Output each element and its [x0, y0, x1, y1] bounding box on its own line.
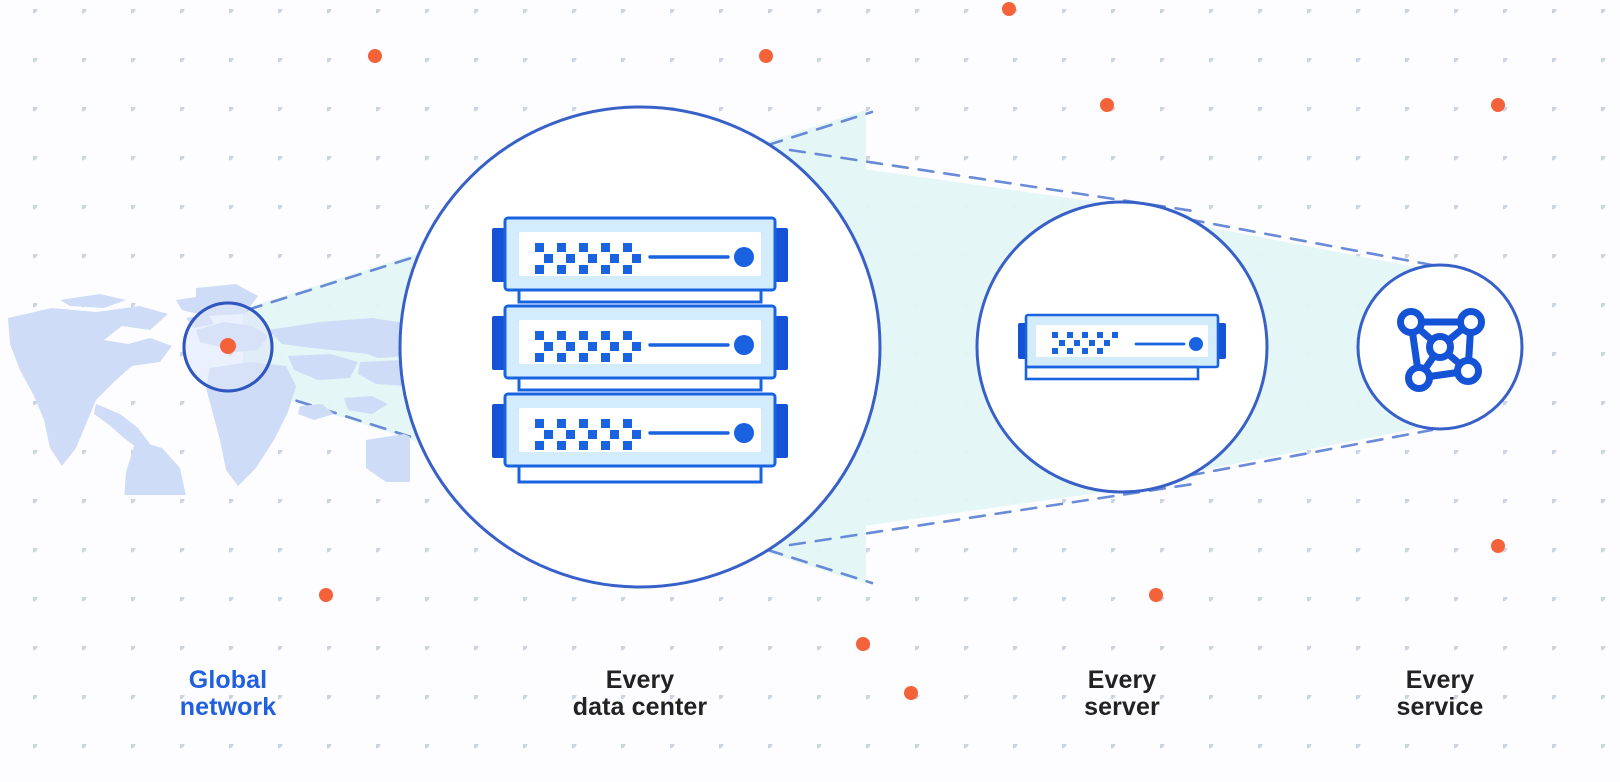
led-grid-1: [535, 243, 641, 274]
single-server-icon: [1018, 313, 1226, 381]
server-unit-3: [492, 392, 788, 484]
server-unit-1: [492, 216, 788, 304]
accent-dots: [319, 2, 1505, 700]
led-grid-2: [535, 331, 641, 362]
label-data-center: Every data center: [572, 666, 708, 721]
led-grid-3: [535, 419, 641, 450]
label-global-network: Global network: [179, 666, 277, 721]
label-service: Every service: [1396, 666, 1484, 721]
global-network-magnifier[interactable]: [182, 301, 274, 393]
server-unit-2: [492, 304, 788, 392]
label-server: Every server: [1084, 666, 1160, 721]
server-rack-icon: [492, 216, 788, 484]
global-network-marker-dot: [220, 338, 236, 354]
network-graph-icon: [1397, 308, 1485, 392]
led-grid-server: [1052, 332, 1118, 354]
